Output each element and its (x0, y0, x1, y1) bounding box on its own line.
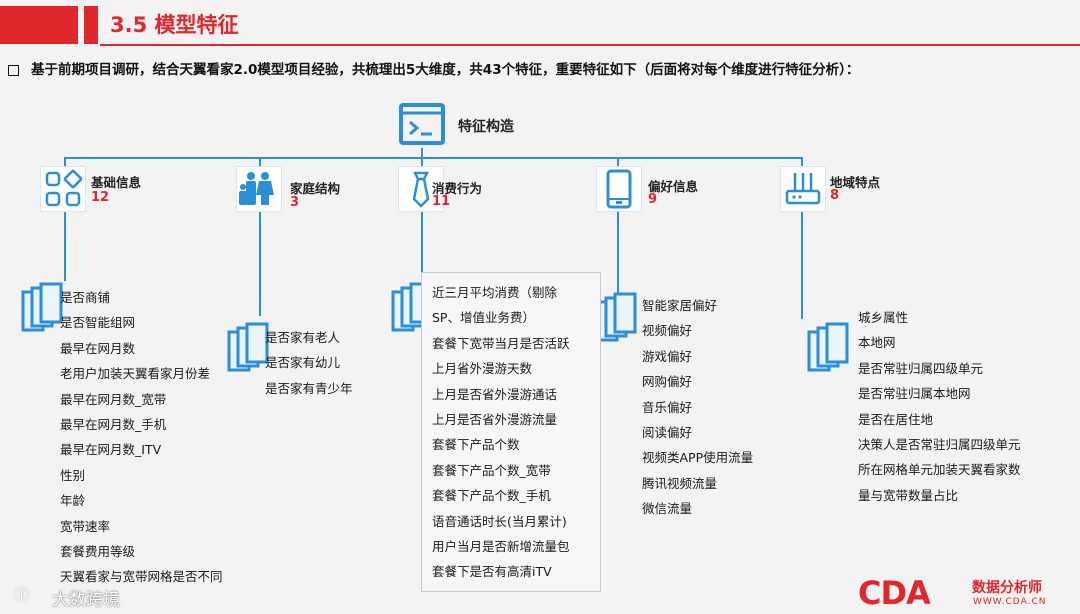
branch-down-line (64, 211, 66, 281)
documents-icon (226, 322, 272, 374)
smartphone-icon (596, 166, 642, 212)
feature-list-consumption: 近三月平均消费（剔除 SP、增值业务费） 套餐下宽带当月是否活跃上月省外漫游天数上月… (432, 280, 570, 585)
cda-url: WWW.CDA.CN (973, 597, 1047, 607)
feature-item: 上月是否省外漫游通话 (432, 386, 558, 402)
terminal-window-icon (398, 100, 446, 148)
category-name: 基础信息 (91, 175, 142, 190)
feature-item: 套餐下产品个数 (432, 437, 520, 453)
documents-icon (806, 322, 852, 374)
apps-grid-icon (40, 166, 86, 212)
feature-item: 决策人是否常驻归属四级单元 (858, 436, 1021, 452)
feature-item: 语音通话时长(当月累计) (432, 513, 567, 529)
category-count: 3 (290, 195, 300, 210)
intro-text: 基于前期项目调研，结合天翼看家2.0模型项目经验，共梳理出5大维度，共43个特征… (8, 58, 859, 78)
category-name: 地域特点 (830, 175, 881, 190)
feature-item: 天翼看家与宽带网格是否不同 (60, 569, 223, 585)
feature-item: 套餐下产品个数_手机 (432, 488, 551, 504)
feature-item: 城乡属性 (858, 310, 909, 325)
bullet-square-icon (8, 64, 19, 76)
category-name: 消费行为 (432, 181, 483, 196)
feature-item: 是否在居住地 (858, 411, 934, 427)
branch-down-line (617, 211, 619, 293)
feature-item: 是否家有青少年 (265, 380, 353, 396)
intro-sentence: 基于前期项目调研，结合天翼看家2.0模型项目经验，共梳理出5大维度，共43个特征… (31, 62, 860, 78)
feature-item: 腾讯视频流量 (642, 475, 718, 491)
feature-item: 老用户加装天翼看家月份差 (60, 366, 211, 382)
brand-icon: ⓘ (14, 586, 30, 604)
feature-item: 微信流量 (642, 501, 693, 517)
feature-item: 套餐费用等级 (60, 543, 136, 559)
category-count: 12 (91, 190, 110, 205)
documents-icon (20, 282, 66, 334)
feature-item: 最早在网月数 (60, 340, 136, 356)
router-icon (780, 166, 826, 212)
feature-item: 量与宽带数量占比 (858, 487, 959, 503)
watermark-text: 大数跨境 (52, 590, 120, 610)
feature-item: 最早在网月数_手机 (60, 416, 167, 432)
feature-item: 套餐下是否有高清iTV (432, 564, 552, 580)
feature-item: 上月省外漫游天数 (432, 361, 533, 377)
category-name: 家庭结构 (290, 181, 341, 196)
tie-icon (398, 166, 444, 212)
cda-logo: CDA (858, 574, 931, 612)
cda-name: 数据分析师 (972, 580, 1042, 596)
header-accent-block (0, 6, 78, 44)
branch-connector (617, 157, 619, 167)
feature-item: 套餐下宽带当月是否活跃 (432, 335, 570, 351)
feature-item: 最早在网月数_宽带 (60, 391, 167, 407)
feature-item: 阅读偏好 (642, 424, 693, 440)
feature-item: 智能家居偏好 (642, 298, 718, 313)
branch-connector (259, 157, 261, 167)
consumption-panel (421, 272, 601, 592)
feature-list-preference: 智能家居偏好视频偏好游戏偏好网购偏好音乐偏好阅读偏好视频类APP使用流量腾讯视频… (642, 293, 753, 522)
feature-item: 所在网格单元加装天翼看家数 (858, 462, 1021, 478)
feature-item: 视频偏好 (642, 323, 693, 339)
feature-item: 是否常驻归属四级单元 (858, 360, 984, 376)
feature-item: 是否商铺 (60, 290, 111, 305)
feature-item: 音乐偏好 (642, 399, 693, 415)
branch-down-line (259, 211, 261, 316)
feature-item: 最早在网月数_ITV (60, 442, 162, 458)
branch-down-line (801, 211, 803, 319)
feature-item: 性别 (60, 467, 86, 483)
feature-item: 宽带速率 (60, 518, 111, 534)
documents-icon (594, 292, 640, 344)
feature-item: 是否常驻归属本地网 (858, 386, 971, 402)
category-count: 8 (830, 188, 840, 203)
feature-item: 用户当月是否新增流量包 (432, 538, 570, 554)
feature-item: 年龄 (60, 493, 86, 509)
feature-item: 游戏偏好 (642, 348, 693, 364)
feature-item: 本地网 (858, 335, 896, 351)
branch-connector (801, 157, 803, 167)
feature-item: 网购偏好 (642, 374, 693, 390)
feature-item: 是否家有老人 (265, 330, 341, 345)
feature-item: 是否家有幼儿 (265, 355, 341, 371)
feature-item: 视频类APP使用流量 (642, 450, 754, 466)
branch-connector (64, 157, 66, 167)
feature-list-family: 是否家有老人是否家有幼儿是否家有青少年 (265, 325, 353, 401)
root-label: 特征构造 (458, 119, 514, 135)
feature-item: 上月是否省外漫游流量 (432, 411, 558, 427)
feature-item: 近三月平均消费（剔除 (432, 285, 558, 300)
branch-connector (421, 157, 423, 167)
branch-down-line (421, 211, 423, 273)
header-accent-bar (84, 6, 98, 44)
feature-item: SP、增值业务费） (432, 310, 535, 326)
page-title: 3.5 模型特征 (110, 13, 239, 37)
root-connector (421, 148, 423, 158)
header-divider (100, 44, 1080, 46)
family-icon (236, 166, 282, 212)
feature-list-basic: 是否商铺是否智能组网最早在网月数老用户加装天翼看家月份差最早在网月数_宽带最早在… (60, 285, 223, 590)
category-count: 11 (432, 194, 451, 209)
feature-list-region: 城乡属性本地网是否常驻归属四级单元是否常驻归属本地网是否在居住地决策人是否常驻归… (858, 305, 1021, 508)
category-name: 偏好信息 (648, 179, 699, 194)
feature-item: 是否智能组网 (60, 315, 136, 331)
feature-item: 套餐下产品个数_宽带 (432, 462, 551, 478)
category-count: 9 (648, 192, 658, 207)
tree-horizontal-line (64, 157, 803, 159)
